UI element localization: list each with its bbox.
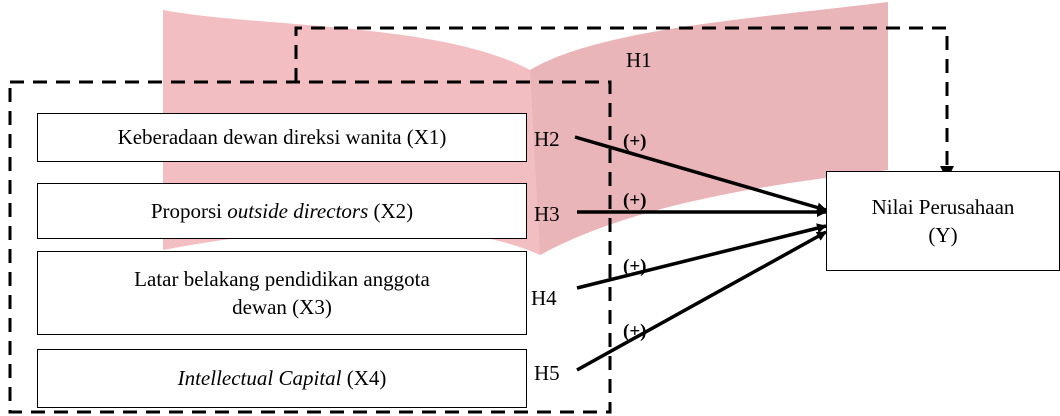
variable-box-x2: Proporsi outside directors (X2) <box>37 183 527 239</box>
h2-arrow <box>574 135 827 213</box>
hypothesis-h2-label: H2 <box>534 127 560 151</box>
h4-arrow <box>576 223 827 290</box>
independent-variables-group-border <box>8 80 612 414</box>
variable-x4-label: Intellectual Capital (X4) <box>177 366 387 391</box>
h5-sign-label: (+) <box>623 321 647 342</box>
variable-box-x4: Intellectual Capital (X4) <box>37 349 527 408</box>
hypothesis-h1-label: H1 <box>626 48 652 72</box>
variable-x2-label: Proporsi outside directors (X2) <box>150 198 414 223</box>
variable-x1-label: Keberadaan dewan direksi wanita (X1) <box>117 125 447 150</box>
hypothesis-h3-label: H3 <box>534 202 560 226</box>
variable-box-y: Nilai Perusahaan(Y) <box>826 171 1060 271</box>
h3-sign-label: (+) <box>623 190 647 211</box>
h2-sign-label: (+) <box>623 131 647 152</box>
h1-dashed-path <box>294 26 949 168</box>
hypothesis-h5-label: H5 <box>534 361 560 385</box>
h5-arrow <box>576 230 827 372</box>
hypothesis-h4-label: H4 <box>531 286 557 310</box>
variable-box-x1: Keberadaan dewan direksi wanita (X1) <box>37 113 527 162</box>
variable-y-label: Nilai Perusahaan(Y) <box>871 194 1015 247</box>
h4-sign-label: (+) <box>623 256 647 277</box>
